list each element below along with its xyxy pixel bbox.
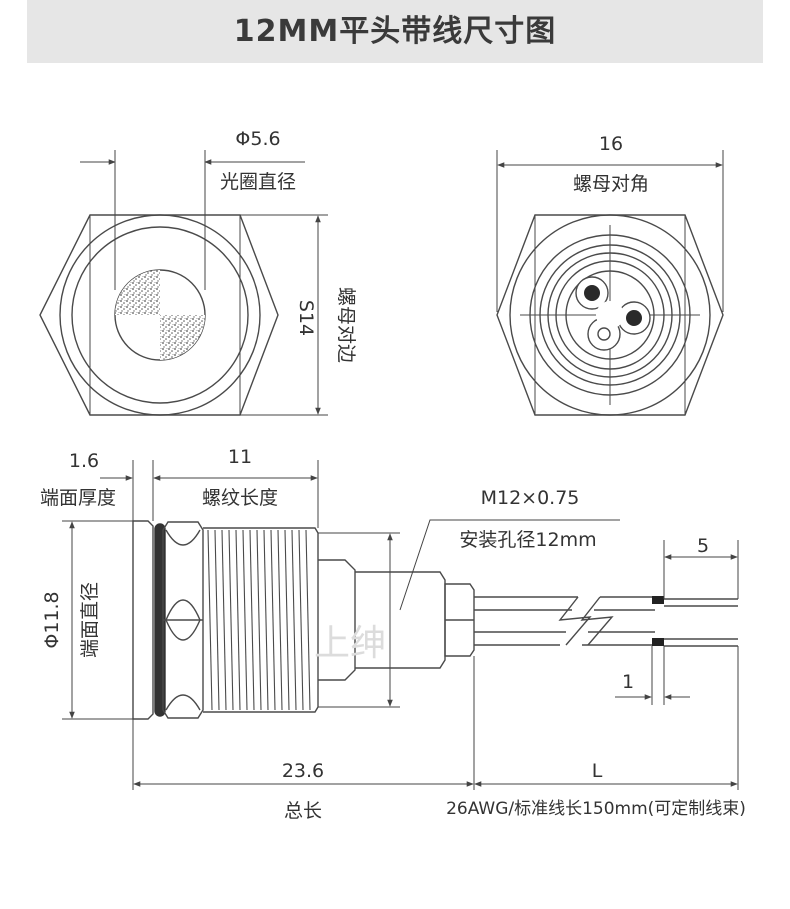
front-bezel-inner [71,226,249,404]
side-back-body [318,559,356,681]
front-dim-nut-flat [240,214,328,416]
strip-length-dim-text: 5 [697,535,709,557]
thread-ridge [249,529,255,711]
thread-ridge [256,529,262,711]
title-banner: 12MM平头带线尺寸图 [27,0,763,63]
corner-label-text: 螺母对角 [573,173,649,195]
aperture-dim-text: Φ5.6 [235,128,280,150]
nut-flat-label-text: 螺母对边 [335,287,357,363]
front-dim-aperture [80,150,305,290]
side-thread-ridges [207,529,311,711]
total-length-dim-text: 23.6 [282,760,324,782]
side-nut [162,521,204,719]
thread-ridge [277,529,283,711]
nut-flat-dim-text: S14 [295,300,317,336]
front-bezel-outer [59,214,261,416]
thread-ridge [291,529,297,711]
thread-ridge [298,529,304,711]
watermark-text: 上绅 [314,623,386,664]
head-diameter-label-text: 端面直径 [79,582,101,658]
mount-hole-label-text: 安装孔径12mm [459,529,596,551]
thread-ridge [207,529,213,711]
thread-ridge [221,529,227,711]
thread-ridge [228,529,234,711]
thread-length-dim-text: 11 [228,446,252,468]
thread-ridge [284,529,290,711]
thread-ridge [242,529,248,711]
corner-dim-text: 16 [599,133,623,155]
back-dim-corner [496,150,724,312]
thread-ridge [270,529,276,711]
thread-ridge [235,529,241,711]
side-thread-body [203,527,319,713]
back-view [496,214,724,416]
total-length-label-text: 总长 [284,800,322,822]
tin-length-dim-text: 1 [622,671,634,693]
back-terminal-1 [584,285,600,301]
head-diameter-dim-text: Φ11.8 [41,591,63,648]
back-terminal-3 [597,327,611,341]
side-head [132,520,154,720]
aperture-label-text: 光圈直径 [220,171,296,193]
head-thickness-label-text: 端面厚度 [40,487,116,509]
thread-length-label-text: 螺纹长度 [202,487,278,509]
head-thickness-dim-text: 1.6 [69,450,99,472]
thread-ridge [214,529,220,711]
page-title: 12MM平头带线尺寸图 [233,14,557,49]
front-view [39,214,279,416]
side-dim-lines [62,460,739,790]
side-cable-gland [444,583,475,657]
wire-label-text: 26AWG/标准线长150mm(可定制线束) [446,799,746,819]
side-view [132,520,738,720]
thread-ridge [305,529,311,711]
back-terminal-2 [626,310,642,326]
wire-length-dim-text: L [592,760,603,782]
thread-spec-text: M12×0.75 [481,487,580,509]
thread-ridge [263,529,269,711]
